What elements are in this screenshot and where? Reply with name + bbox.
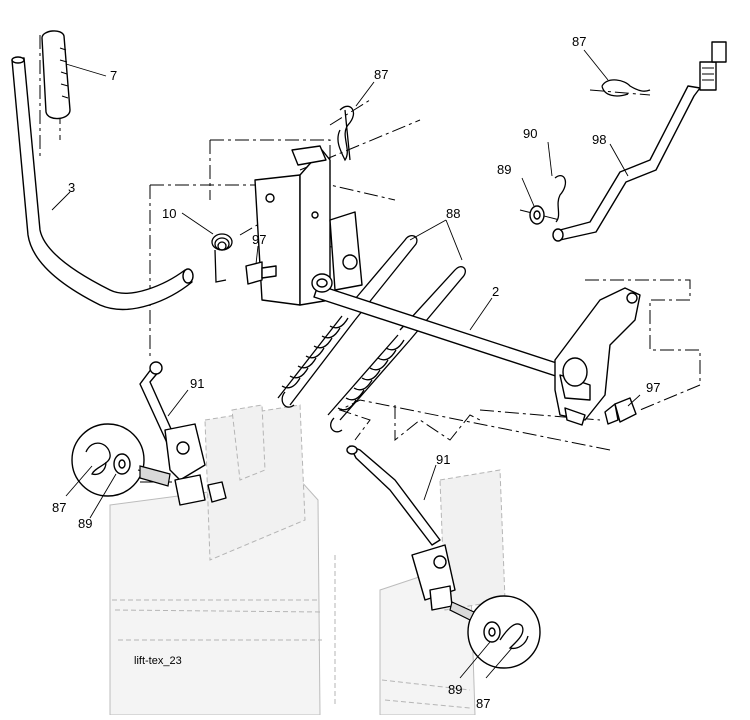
callout-87-detail-right: 87 xyxy=(476,696,490,711)
callout-3: 3 xyxy=(68,180,75,195)
hair-clip-top xyxy=(337,105,355,162)
callout-90: 90 xyxy=(523,126,537,141)
adjust-rod xyxy=(552,41,727,242)
lift-handle xyxy=(11,56,194,311)
callout-labels: 7 3 10 97 87 88 2 90 89 98 87 97 91 91 8… xyxy=(52,34,660,711)
leader-lines xyxy=(51,49,641,679)
callout-97-right: 97 xyxy=(646,380,660,395)
callout-89-detail-right: 89 xyxy=(448,682,462,697)
lift-arm-right xyxy=(554,287,641,426)
handle-grip xyxy=(41,30,71,120)
lift-shaft xyxy=(311,273,579,383)
callout-10: 10 xyxy=(162,206,176,221)
callout-87-detail-left: 87 xyxy=(52,500,66,515)
callout-2: 2 xyxy=(492,284,499,299)
callout-7: 7 xyxy=(110,68,117,83)
extension-springs xyxy=(277,234,466,433)
detail-circle-right xyxy=(449,595,541,669)
torsion-spring xyxy=(211,233,233,283)
callout-89-detail-left: 89 xyxy=(78,516,92,531)
callout-89-top: 89 xyxy=(497,162,511,177)
link-right xyxy=(346,445,456,611)
bolt-left xyxy=(245,261,277,285)
link-left xyxy=(139,361,227,506)
callout-87-right: 87 xyxy=(572,34,586,49)
callout-88: 88 xyxy=(446,206,460,221)
diagram-caption: lift-tex_23 xyxy=(134,655,182,667)
callout-98: 98 xyxy=(592,132,606,147)
callout-91-right: 91 xyxy=(436,452,450,467)
pivot-bracket xyxy=(254,145,363,306)
callout-91-left: 91 xyxy=(190,376,204,391)
deck-ghost-left xyxy=(109,404,336,716)
callout-97-left: 97 xyxy=(252,232,266,247)
bolt-right xyxy=(604,397,637,425)
clip-90 xyxy=(554,175,567,223)
washer-89-top xyxy=(529,205,545,225)
hair-clip-right xyxy=(601,79,651,97)
callout-87-top: 87 xyxy=(374,67,388,82)
detail-circle-left xyxy=(71,423,172,497)
